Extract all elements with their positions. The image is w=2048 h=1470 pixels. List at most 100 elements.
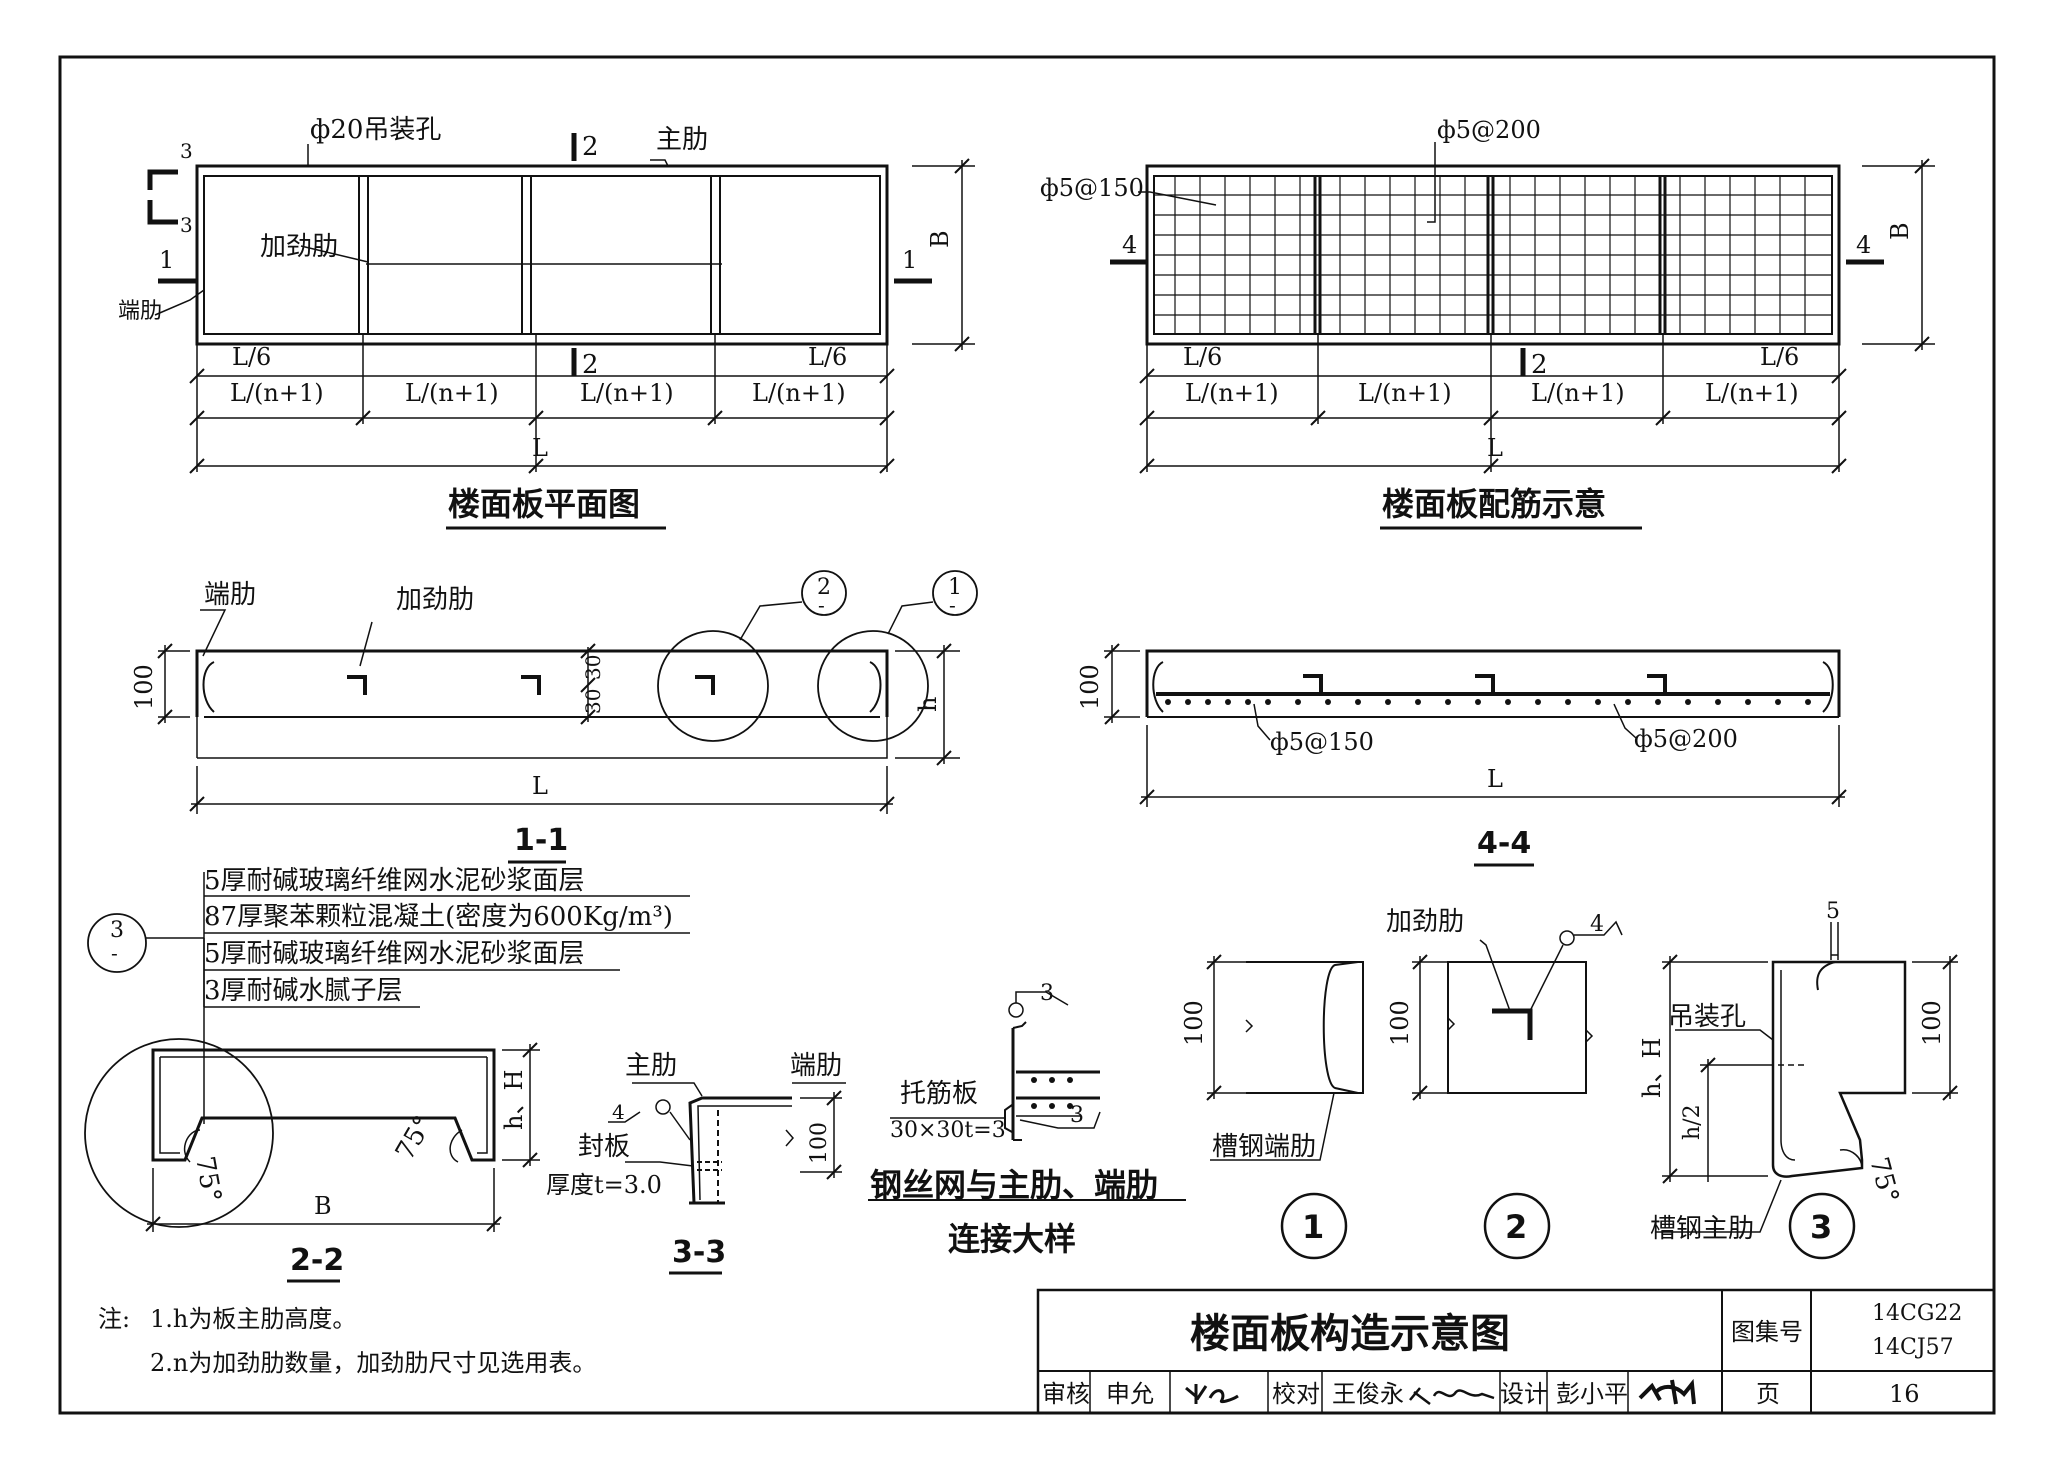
mesh-detail-title-2: 连接大样 — [948, 1220, 1076, 1258]
s11-dim-h: h — [914, 697, 942, 712]
plan-dim-span-4: L/(n+1) — [752, 379, 846, 407]
detail-2: 加劲肋 4 100 2 — [1386, 907, 1623, 1260]
plan-outer-outline — [195, 164, 889, 346]
mesh-detail-plate-size: 30×30t=3 — [890, 1118, 1006, 1143]
detail3-angle: 75° — [1863, 1154, 1904, 1206]
s33-title: 3-3 — [672, 1235, 726, 1270]
s11-dim-30-top: 30 — [581, 655, 605, 680]
s11-dim-L: L — [532, 772, 548, 800]
s11-end-rib-label: 端肋 — [204, 580, 256, 610]
s33-cover-plate-label: 封板 — [578, 1132, 630, 1162]
s33-channel — [688, 1096, 792, 1204]
notes-prefix: 注: — [98, 1305, 130, 1333]
plan-dim-L: L — [532, 434, 548, 462]
notes-line-2: 2.n为加劲肋数量，加劲肋尺寸见选用表。 — [150, 1349, 596, 1377]
detail2-dim-100: 100 — [1386, 1000, 1414, 1046]
s44-stiffener-2 — [1475, 674, 1495, 694]
plan-sec2-top: 2 — [582, 132, 599, 162]
plan-view: ф20吊装孔 主肋 加劲肋 端肋 3 3 1 1 2 2 B L/6 L/6 L… — [118, 115, 975, 530]
detail1-label: 1 — [1302, 1208, 1324, 1246]
s22-callout-dash: - — [111, 941, 118, 965]
notes: 注: 1.h为板主肋高度。 2.n为加劲肋数量，加劲肋尺寸见选用表。 — [98, 1305, 596, 1377]
rebar-view: ф5@200 ф5@150 4 4 2 B L/6 L/6 L/(n+1) L/… — [1040, 116, 1935, 530]
s11-callout-2-num: 2 — [817, 575, 831, 600]
detail-1: 100 槽钢端肋 1 — [1180, 954, 1364, 1260]
detail3-dim-5: 5 — [1826, 899, 1840, 924]
detail3-label: 3 — [1810, 1208, 1832, 1246]
drawing-title: 楼面板构造示意图 — [1190, 1311, 1510, 1357]
checker-signature — [1409, 1387, 1495, 1405]
rebar-stiffeners — [1313, 176, 1667, 334]
detail3-dim-100: 100 — [1918, 1000, 1946, 1046]
s22-dim-B: B — [314, 1192, 332, 1220]
plan-dim-L6-left: L/6 — [232, 343, 271, 371]
plan-dim-B: B — [926, 230, 954, 248]
s11-callout-1-dash: - — [949, 593, 956, 617]
s22-callout-num: 3 — [110, 918, 124, 943]
rebar-mesh-150-label: ф5@150 — [1040, 174, 1144, 202]
s11-callout-circle-1 — [817, 630, 929, 742]
atlas-no-2: 14CJ57 — [1872, 1335, 1954, 1360]
notes-line-1: 1.h为板主肋高度。 — [150, 1305, 356, 1333]
detail2-label: 2 — [1505, 1208, 1527, 1246]
rebar-sec4-left: 4 — [1122, 231, 1137, 259]
mesh-detail-weld-3-bottom: 3 — [1070, 1103, 1084, 1128]
plan-dim-L6-right: L/6 — [808, 343, 847, 371]
section-mark-3-top — [147, 169, 178, 190]
s44-stiffener-3 — [1647, 674, 1667, 694]
plan-main-rib-label: 主肋 — [656, 125, 708, 155]
plan-sec3-bottom: 3 — [180, 213, 193, 237]
s33-dim-100: 100 — [807, 1122, 832, 1164]
plan-dim-span-2: L/(n+1) — [405, 379, 499, 407]
page-number: 16 — [1889, 1380, 1920, 1408]
s11-title: 1-1 — [514, 823, 568, 858]
page-label: 页 — [1756, 1380, 1780, 1408]
check-label: 校对 — [1272, 1380, 1320, 1408]
s22-layer-3: 5厚耐碱玻璃纤维网水泥砂浆面层 — [204, 939, 585, 969]
s44-title: 4-4 — [1477, 826, 1531, 861]
rebar-sec4-right: 4 — [1856, 231, 1871, 259]
detail3-label-circle — [1788, 1192, 1856, 1260]
section-1-1: 端肋 加劲肋 100 30 30 h L 2 - 1 - 1-1 — [130, 570, 978, 864]
rebar-dim-B: B — [1886, 222, 1914, 240]
detail3-dim-hH: h、H — [1638, 1038, 1666, 1098]
detail1-channel — [1322, 961, 1359, 1094]
detail2-weld-4: 4 — [1590, 912, 1604, 937]
plan-hole-label: ф20吊装孔 — [310, 115, 441, 145]
s11-stiffener-2 — [521, 675, 541, 695]
s33-end-rib-label: 端肋 — [790, 1051, 842, 1081]
plan-stiffeners — [358, 176, 722, 334]
rebar-sec2: 2 — [1531, 350, 1548, 380]
designer-name: 彭小平 — [1556, 1380, 1628, 1408]
s11-stiffener-label: 加劲肋 — [396, 585, 474, 615]
rebar-mesh-200-label: ф5@200 — [1437, 116, 1541, 144]
plan-inner-outline — [203, 175, 881, 335]
rebar-dim-span-3: L/(n+1) — [1531, 379, 1625, 407]
rebar-dim-L: L — [1487, 434, 1503, 462]
rebar-outer-outline — [1145, 164, 1841, 346]
s33-thickness-label: 厚度t=3.0 — [546, 1171, 662, 1199]
detail3-dim-h2: h/2 — [1680, 1104, 1705, 1140]
s11-callout-badge-2 — [801, 570, 847, 616]
atlas-no-label: 图集号 — [1731, 1318, 1803, 1346]
mesh-detail-plate-label: 托筋板 — [900, 1079, 978, 1109]
detail3-caption: 槽钢主肋 — [1650, 1214, 1754, 1244]
s22-title: 2-2 — [290, 1243, 344, 1278]
sheet-frame — [58, 55, 1996, 1415]
plan-stiffener-label: 加劲肋 — [260, 232, 338, 262]
s11-right-channel — [869, 661, 882, 713]
plan-sec2-bottom: 2 — [582, 350, 599, 380]
section-4-4: 100 ф5@150 ф5@200 L 4-4 — [1076, 643, 1847, 867]
s33-weld-4: 4 — [612, 1100, 625, 1124]
plan-sec3-top: 3 — [180, 139, 193, 163]
s11-dim-100: 100 — [130, 664, 158, 710]
s33-main-rib-label: 主肋 — [625, 1051, 677, 1081]
s44-dim-100: 100 — [1076, 664, 1104, 710]
detail1-caption: 槽钢端肋 — [1212, 1132, 1316, 1162]
mesh-detail-weld-3-top: 3 — [1040, 981, 1054, 1006]
mesh-connection-detail: 3 3 托筋板 30×30t=3 钢丝网与主肋、端肋 连接大样 — [868, 981, 1186, 1258]
s22-angle-left: 75° — [189, 1154, 227, 1205]
s11-callout-circle-2 — [657, 630, 769, 742]
